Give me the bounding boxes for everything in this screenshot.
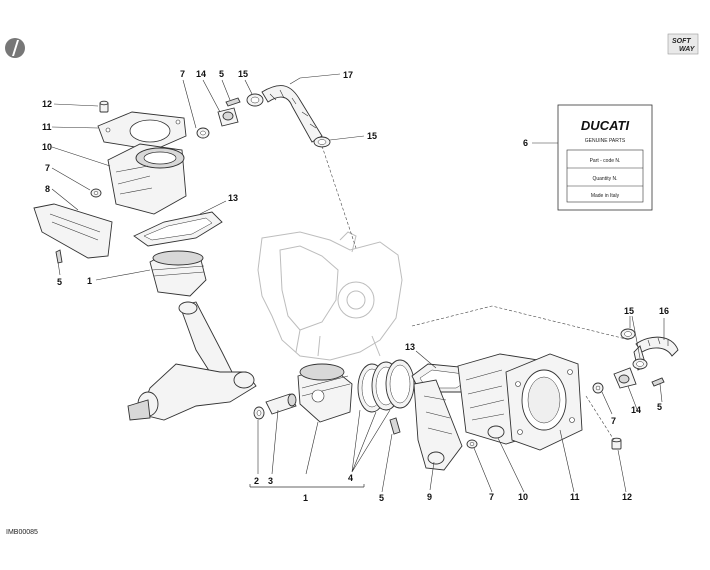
callout-9: 9: [427, 492, 432, 502]
label-card-title: GENUINE PARTS: [585, 138, 626, 144]
cover-9: [413, 379, 463, 471]
clamp-15-top: [246, 93, 264, 107]
head-gasket-11-top: [97, 111, 187, 151]
callout-7-bottom: 7: [489, 492, 494, 502]
callout-5-bottom: 5: [379, 493, 384, 503]
pin-2: [253, 406, 265, 420]
clamp-15-mid: [313, 136, 331, 148]
logo-text-bottom: WAY: [679, 46, 696, 53]
spacer-12-top: [99, 100, 109, 113]
callout-14-right: 14: [631, 405, 641, 415]
callout-7-right: 7: [611, 416, 616, 426]
label-card-brand: DUCATI: [581, 118, 630, 133]
cylinder-10-top: [107, 143, 187, 215]
callout-7-left: 7: [45, 163, 50, 173]
label-card-row-part-code: Part - code N.: [590, 158, 621, 164]
oring-7-top: [196, 127, 210, 139]
assembly-axis-line: [321, 145, 357, 249]
hose-17: [261, 85, 323, 143]
crankcase-outline: [257, 231, 403, 361]
screw-5-top: [225, 97, 241, 107]
callout-14-top: 14: [196, 69, 206, 79]
oring-7-right: [592, 382, 604, 394]
union-14-right: [613, 367, 637, 389]
gasket-13-top: [133, 211, 223, 247]
screw-5-left: [55, 249, 63, 264]
union-14-top: [217, 107, 239, 127]
callout-5-right: 5: [657, 402, 662, 412]
screw-5-right: [651, 377, 665, 387]
callout-15-top: 15: [238, 69, 248, 79]
leader-lines: [51, 73, 665, 493]
callout-15-right: 15: [624, 306, 634, 316]
callout-5-top: 5: [219, 69, 224, 79]
callout-1-bottom: 1: [303, 493, 308, 503]
callout-4: 4: [348, 473, 353, 483]
callout-12-top: 12: [42, 99, 52, 109]
drawing-code: IMB00085: [6, 529, 38, 536]
oring-7-bottom: [466, 439, 478, 449]
callout-11-bottom: 11: [570, 492, 580, 502]
label-card-row-quantity: Quantity N.: [592, 176, 617, 182]
label-card-row-made-in: Made in Italy: [591, 193, 620, 199]
softway-logo: SOFT WAY: [667, 33, 699, 55]
coolant-route-line: [411, 305, 631, 341]
callout-7-top: 7: [180, 69, 185, 79]
screw-5-bottom: [389, 417, 401, 435]
callout-13-top: 13: [228, 193, 238, 203]
callout-13-mid: 13: [405, 342, 415, 352]
genuine-parts-label-card: DUCATI GENUINE PARTS Part - code N. Quan…: [557, 104, 653, 211]
callout-11-top: 11: [42, 122, 52, 132]
callout-2: 2: [254, 476, 259, 486]
callout-17: 17: [343, 70, 353, 80]
callout-12-bottom: 12: [622, 492, 632, 502]
gudgeon-pin-3: [265, 393, 297, 415]
callout-15-mid: 15: [367, 131, 377, 141]
clamp-15-right: [620, 328, 636, 340]
head-gasket-11-bottom: [505, 353, 583, 451]
logo-text-top: SOFT: [672, 38, 691, 45]
callout-10-top: 10: [42, 142, 52, 152]
piston-1-bottom: [297, 363, 353, 423]
clamp-15-lower-right: [632, 358, 648, 370]
piston-rings-4: [357, 359, 415, 413]
corner-badge-icon: [5, 38, 25, 58]
callout-5-left: 5: [57, 277, 62, 287]
oring-7-left: [90, 188, 102, 198]
callout-labels: 12 11 10 7 8 5 1 7 14 5 15 17 15 13 6 15…: [42, 69, 669, 503]
callout-16: 16: [659, 306, 669, 316]
spacer-12-bottom: [611, 437, 622, 450]
callout-1-left: 1: [87, 276, 92, 286]
cover-8-left: [33, 203, 113, 259]
callout-8: 8: [45, 184, 50, 194]
piston-1-left: [149, 250, 207, 297]
connecting-rod-crank: [127, 301, 257, 421]
callout-10-bottom: 10: [518, 492, 528, 502]
callout-6: 6: [523, 138, 528, 148]
spacer-axis-line: [585, 395, 615, 441]
callout-3: 3: [268, 476, 273, 486]
